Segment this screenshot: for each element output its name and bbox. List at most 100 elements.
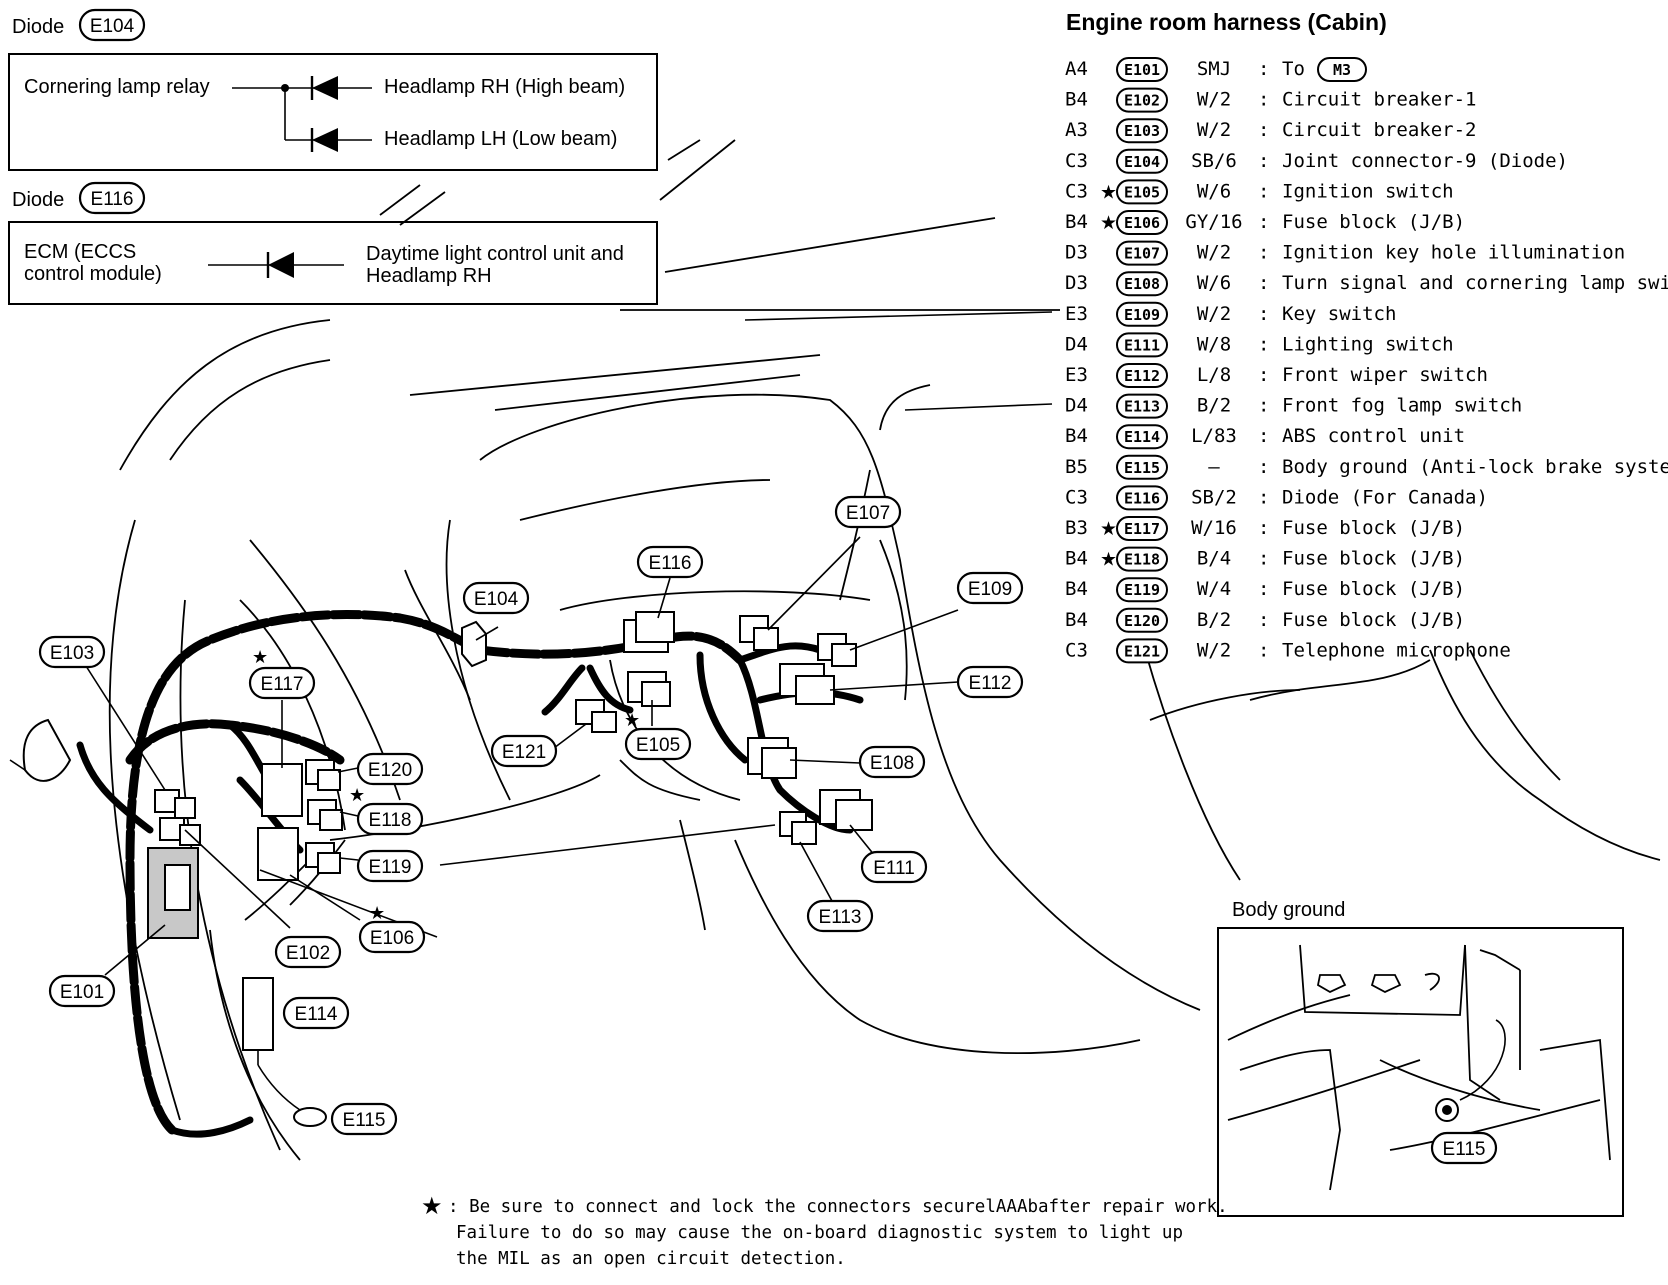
footnote-line-1: : Be sure to connect and lock the connec… — [448, 1197, 1228, 1217]
diode-e116-section: Diode E116 ECM (ECCS control module) Day… — [8, 181, 658, 305]
row-grid: D4 — [1065, 395, 1088, 417]
row-desc: Fuse block (J/B) — [1282, 548, 1465, 570]
row-grid: C3 — [1065, 150, 1088, 172]
row-grid: B4 — [1065, 89, 1088, 111]
row-desc: Ignition key hole illumination — [1282, 242, 1625, 264]
footnote: ★ : Be sure to connect and lock the conn… — [421, 1193, 1228, 1269]
e104-connector — [461, 620, 487, 668]
footnote-line-3: the MIL as an open circuit detection. — [456, 1249, 846, 1269]
row-connector: E106 — [1124, 214, 1160, 232]
row-desc: Telephone microphone — [1282, 639, 1511, 661]
row-desc: Fuse block (J/B) — [1282, 517, 1465, 539]
row-desc: Front fog lamp switch — [1282, 395, 1522, 417]
row-sep: : — [1258, 578, 1269, 600]
callout-e107: E107 — [834, 495, 902, 529]
callout-e112: E112 — [956, 665, 1024, 699]
row-sep: : — [1258, 58, 1269, 80]
row-sep: : — [1258, 425, 1269, 447]
row-connector-pill — [1116, 240, 1168, 266]
row-connector-pill — [1116, 454, 1168, 480]
row-desc: Turn signal and cornering lamp switch — [1282, 272, 1668, 294]
callout-e117: ★ E117 — [248, 647, 316, 700]
row-desc: Circuit breaker-2 — [1282, 119, 1476, 141]
callout-e114: E114 — [282, 996, 350, 1030]
lamp-socket — [22, 718, 72, 782]
diode-e116-right-line-2: Headlamp RH — [366, 265, 492, 287]
row-connector: E117 — [1124, 520, 1160, 538]
row-type: W/2 — [1197, 639, 1231, 661]
row-sep: : — [1258, 456, 1269, 478]
row-type: W/16 — [1191, 517, 1237, 539]
row-connector: E103 — [1124, 122, 1160, 140]
row-type: W/2 — [1197, 89, 1231, 111]
svg-text:E118: E118 — [369, 810, 412, 831]
row-type: L/83 — [1191, 425, 1237, 447]
row-connector-pill — [1116, 577, 1168, 603]
row-grid: B4 — [1065, 425, 1088, 447]
diode-e104-right-item-2: Headlamp LH (Low beam) — [384, 128, 617, 150]
row-star: ★ — [1100, 519, 1117, 540]
row-type: B/4 — [1197, 548, 1231, 570]
row-desc: Key switch — [1282, 303, 1396, 325]
row-connector: E116 — [1124, 489, 1160, 507]
diode-e116-connector: E116 — [91, 189, 134, 210]
svg-text:E113: E113 — [819, 907, 862, 928]
row-type: GY/16 — [1185, 211, 1242, 233]
row-connector: E115 — [1124, 459, 1160, 477]
row-desc: Fuse block (J/B) — [1282, 578, 1465, 600]
row-connector: E118 — [1124, 551, 1160, 569]
e114-unit — [242, 977, 274, 1051]
svg-text:E117: E117 — [261, 674, 304, 695]
svg-text:E108: E108 — [870, 753, 914, 774]
row-type: SB/2 — [1191, 486, 1237, 508]
svg-text:E104: E104 — [474, 589, 519, 610]
diode-e116-left-line-2: control module) — [24, 263, 162, 285]
svg-text:E107: E107 — [846, 503, 890, 524]
row-sep: : — [1258, 150, 1269, 172]
svg-text:E109: E109 — [968, 579, 1012, 600]
callout-e108: E108 — [858, 745, 926, 779]
diode-symbol-lower — [310, 128, 372, 152]
callout-e118: ★ E118 — [349, 785, 424, 836]
row-type: W/6 — [1197, 180, 1231, 202]
svg-text:E121: E121 — [502, 742, 546, 763]
callout-e116: E116 — [636, 545, 704, 579]
row-connector: E109 — [1124, 306, 1160, 324]
row-connector: E105 — [1124, 183, 1160, 201]
row-grid: C3 — [1065, 180, 1088, 202]
row-type: W/2 — [1197, 119, 1231, 141]
callout-e113: E113 — [806, 899, 874, 933]
row-grid: B5 — [1065, 456, 1088, 478]
row-sep: : — [1258, 89, 1269, 111]
svg-text:E106: E106 — [370, 928, 414, 949]
callout-e111: E111 — [860, 850, 928, 884]
callout-e106: ★ E106 — [358, 903, 426, 954]
row-type: W/2 — [1197, 303, 1231, 325]
row-desc: Diode (For Canada) — [1282, 486, 1488, 508]
row-connector-pill — [1116, 363, 1168, 388]
row-grid: B4 — [1065, 211, 1088, 233]
diode-e116-left-line-1: ECM (ECCS — [24, 241, 136, 263]
callout-e115: E115 — [330, 1102, 398, 1136]
callout-e121: E121 — [490, 734, 558, 768]
row-type: B/2 — [1197, 395, 1231, 417]
row-grid: A3 — [1065, 119, 1088, 141]
svg-text:E102: E102 — [286, 943, 330, 964]
leader-lines — [85, 311, 1053, 976]
row-connector: E112 — [1124, 367, 1160, 385]
row-connector-pill — [1116, 87, 1168, 113]
row-desc: Ignition switch — [1282, 180, 1454, 202]
svg-text:E101: E101 — [60, 982, 104, 1003]
row-sep: : — [1258, 395, 1269, 417]
